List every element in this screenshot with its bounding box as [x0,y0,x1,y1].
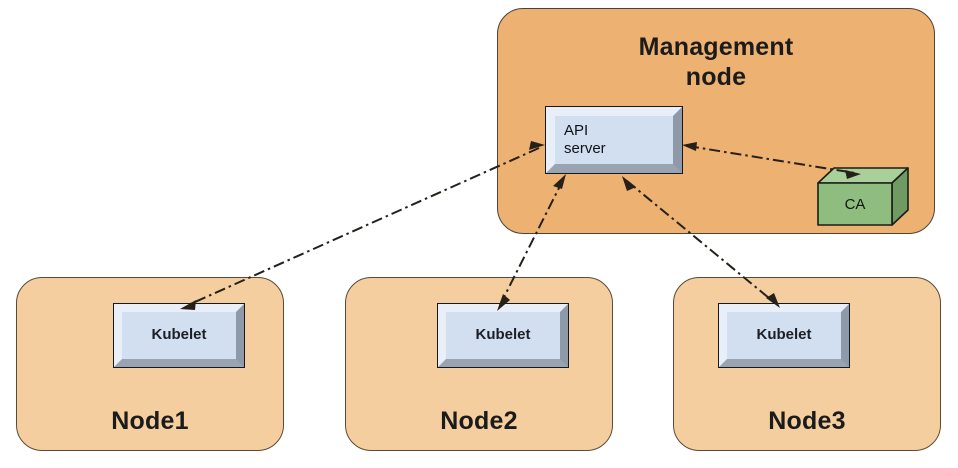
worker-node-label-3: Node3 [768,406,846,435]
management-node-label: Management node [638,33,794,91]
worker-node-label-2: Node2 [440,406,518,435]
api-server-label: API server [564,121,606,157]
kubelet-bevel-3 [719,304,849,367]
kubelet-label-3: Kubelet [756,326,812,344]
kubelet-box-1[interactable]: Kubelet [113,303,245,368]
kubelet-bevel-1 [114,304,244,367]
api-server-bevel [546,107,682,173]
kubelet-box-3[interactable]: Kubelet [718,303,850,368]
kubelet-box-2[interactable]: Kubelet [437,303,569,368]
worker-node-label-1: Node1 [111,406,189,435]
kubelet-label-1: Kubelet [151,326,207,344]
ca-label: CA [844,195,866,213]
kubelet-label-2: Kubelet [475,326,531,344]
ca-box[interactable]: CA [817,167,916,229]
api-server-box[interactable]: API server [545,106,683,174]
